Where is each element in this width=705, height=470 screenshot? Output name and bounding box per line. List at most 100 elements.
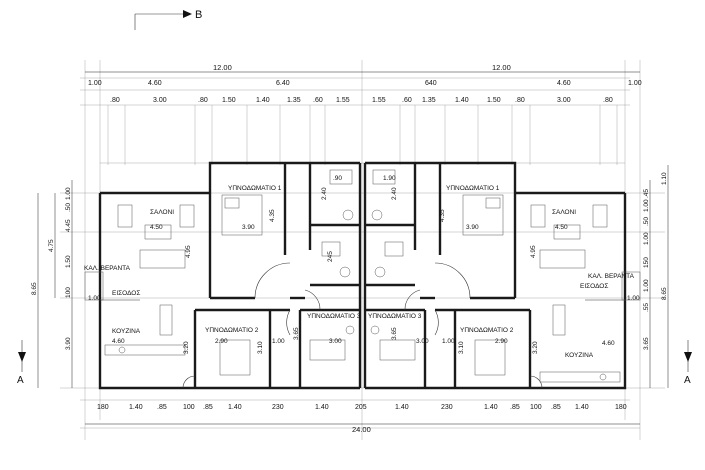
dim-l3-right-7: .80 — [603, 97, 613, 104]
interior-dims-right: 4.50 3.90 4.35 4.95 2.40 1.90 1.00 4.60 … — [383, 175, 640, 354]
left-dimensions: 8.65 4.75 1.00 .50 4.45 1.50 100 3.90 — [31, 180, 73, 388]
dim-l2-2: 6.40 — [276, 80, 290, 87]
idim-right-2: 4.35 — [439, 209, 446, 222]
dim-l3-right-5: .80 — [515, 97, 525, 104]
dim-left-middle: 4.75 — [48, 239, 55, 252]
dim-bottom-16: 180 — [615, 404, 627, 411]
dining-table-left — [159, 304, 173, 336]
dim-left-inner-0: 1.00 — [65, 187, 72, 200]
room-entrance-right: ΕΙΣΟΔΟΣ — [580, 283, 608, 290]
veranda-planter-left — [84, 271, 104, 301]
idim-right-6: 1.00 — [627, 295, 640, 302]
dim-right-top: 1.10 — [661, 172, 668, 185]
dim-l3-left-1: 3.00 — [153, 97, 167, 104]
dim-right-outer: 8.65 — [661, 287, 668, 300]
dim-left-inner-3: 1.50 — [65, 255, 72, 268]
idim-right-11: 3.65 — [391, 327, 398, 340]
dim-bottom-14: .85 — [551, 404, 561, 411]
dim-l3-right-6: 3.00 — [557, 97, 571, 104]
room-kitchen-left: ΚΟΥΖΙΝΑ — [112, 328, 141, 335]
idim-left-8: 4.60 — [112, 338, 125, 345]
interior-dims-left: 4.50 3.90 4.35 4.95 2.40 .90 245 1.00 4.… — [88, 175, 342, 354]
idim-left-11: 3.10 — [257, 341, 264, 354]
dim-right-inner-2: .50 — [643, 217, 650, 226]
idim-right-1: 3.90 — [466, 224, 479, 231]
idim-right-3: 4.95 — [530, 245, 537, 258]
idim-right-7: 4.60 — [602, 340, 615, 347]
dim-l3-right-2: 1.35 — [422, 97, 436, 104]
room-labels-left: ΣΑΛΟΝΙ ΥΠΝΟΔΩΜΑΤΙΟ 1 ΥΠΝΟΔΩΜΑΤΙΟ 2 ΥΠΝΟΔ… — [84, 185, 361, 335]
idim-right-5: 1.90 — [383, 175, 396, 182]
room-bedroom1-left: ΥΠΝΟΔΩΜΑΤΙΟ 1 — [228, 185, 282, 192]
bathtub-left — [329, 169, 353, 185]
coffee-table-left — [144, 224, 172, 240]
bed-right-1 — [462, 194, 504, 236]
dim-right-inner-4: 150 — [643, 257, 650, 268]
bottom-dimensions: 180 1.40 .85 100 .85 1.40 230 1.40 205 1… — [85, 404, 640, 434]
dim-left-inner-5: 3.90 — [65, 337, 72, 350]
toilet-right-1 — [371, 209, 383, 221]
bed-left-3 — [309, 339, 346, 361]
idim-left-2: 4.35 — [269, 209, 276, 222]
section-b-marker: B — [134, 9, 202, 30]
idim-right-9: 3.20 — [532, 341, 539, 354]
idim-left-4: 2.40 — [321, 187, 328, 200]
dim-l2-4: 4.60 — [557, 80, 571, 87]
dining-table-right — [552, 304, 566, 336]
pillow-left-1 — [224, 197, 240, 209]
idim-left-13: 1.00 — [272, 338, 285, 345]
dim-bottom-11: 1.40 — [484, 404, 498, 411]
bathtub-right — [372, 169, 396, 185]
sofa-left — [139, 249, 186, 269]
dim-right-inner-3: 1.00 — [643, 232, 650, 245]
dim-l3-right-1: .60 — [402, 97, 412, 104]
dim-bottom-3: 100 — [183, 404, 195, 411]
dim-bottom-10: 230 — [441, 404, 453, 411]
kitchen-counter-left — [104, 344, 186, 356]
dim-l3-left-7: 1.55 — [336, 97, 350, 104]
section-a-left-label: A — [17, 375, 24, 386]
dim-bottom-13: 100 — [530, 404, 542, 411]
sofa-right — [539, 249, 586, 269]
dim-left-inner-1: .50 — [65, 203, 72, 212]
dim-overall-right: 12.00 — [492, 63, 511, 72]
section-a-right-label: A — [684, 375, 691, 386]
dim-bottom-2: .85 — [157, 404, 167, 411]
armchair-right-1 — [592, 204, 608, 228]
dim-l2-3: 640 — [425, 80, 437, 87]
idim-left-7: 1.00 — [88, 295, 101, 302]
toilet-right-2 — [374, 266, 386, 278]
basin-left — [345, 325, 355, 335]
dim-l2-1: 4.60 — [148, 80, 162, 87]
room-bedroom2-right: ΥΠΝΟΔΩΜΑΤΙΟ 2 — [460, 327, 514, 334]
bed-right-3 — [379, 339, 416, 361]
idim-right-13: 3.00 — [416, 338, 429, 345]
room-bedroom3-left: ΥΠΝΟΔΩΜΑΤΙΟ 3 — [307, 313, 361, 320]
dim-l3-left-6: .60 — [313, 97, 323, 104]
armchair-left-1 — [117, 204, 133, 228]
room-veranda-left: ΚΑΛ. ΒΕΡΑΝΤΑ — [84, 265, 131, 272]
exterior-walls — [98, 161, 627, 390]
dim-bottom-7: 1.40 — [315, 404, 329, 411]
dim-bottom-8: 205 — [355, 404, 367, 411]
bed-right-2 — [474, 339, 506, 376]
armchair-right-2 — [530, 204, 546, 228]
dim-l2-5: 1.00 — [628, 80, 642, 87]
dim-l3-left-5: 1.35 — [287, 97, 301, 104]
room-kitchen-right: ΚΟΥΖΙΝΑ — [565, 352, 594, 359]
room-saloni-left: ΣΑΛΟΝΙ — [150, 209, 174, 216]
idim-right-8: 2.90 — [495, 338, 508, 345]
idim-right-10: 3.10 — [458, 341, 465, 354]
dim-bottom-1: 1.40 — [129, 404, 143, 411]
veranda-planter-right — [621, 271, 641, 301]
kitchen-counter-right — [539, 371, 621, 383]
idim-right-4: 2.40 — [391, 187, 398, 200]
idim-left-1: 3.90 — [242, 224, 255, 231]
dim-right-inner-1: 1.00 — [643, 199, 650, 212]
dim-overall-left: 12.00 — [213, 63, 232, 72]
dim-left-inner-4: 100 — [65, 287, 72, 298]
dim-right-inner-5: 1.00 — [643, 279, 650, 292]
dim-bottom-6: 230 — [272, 404, 284, 411]
dim-left-inner-2: 4.45 — [65, 219, 72, 232]
coffee-table-right — [553, 224, 581, 240]
